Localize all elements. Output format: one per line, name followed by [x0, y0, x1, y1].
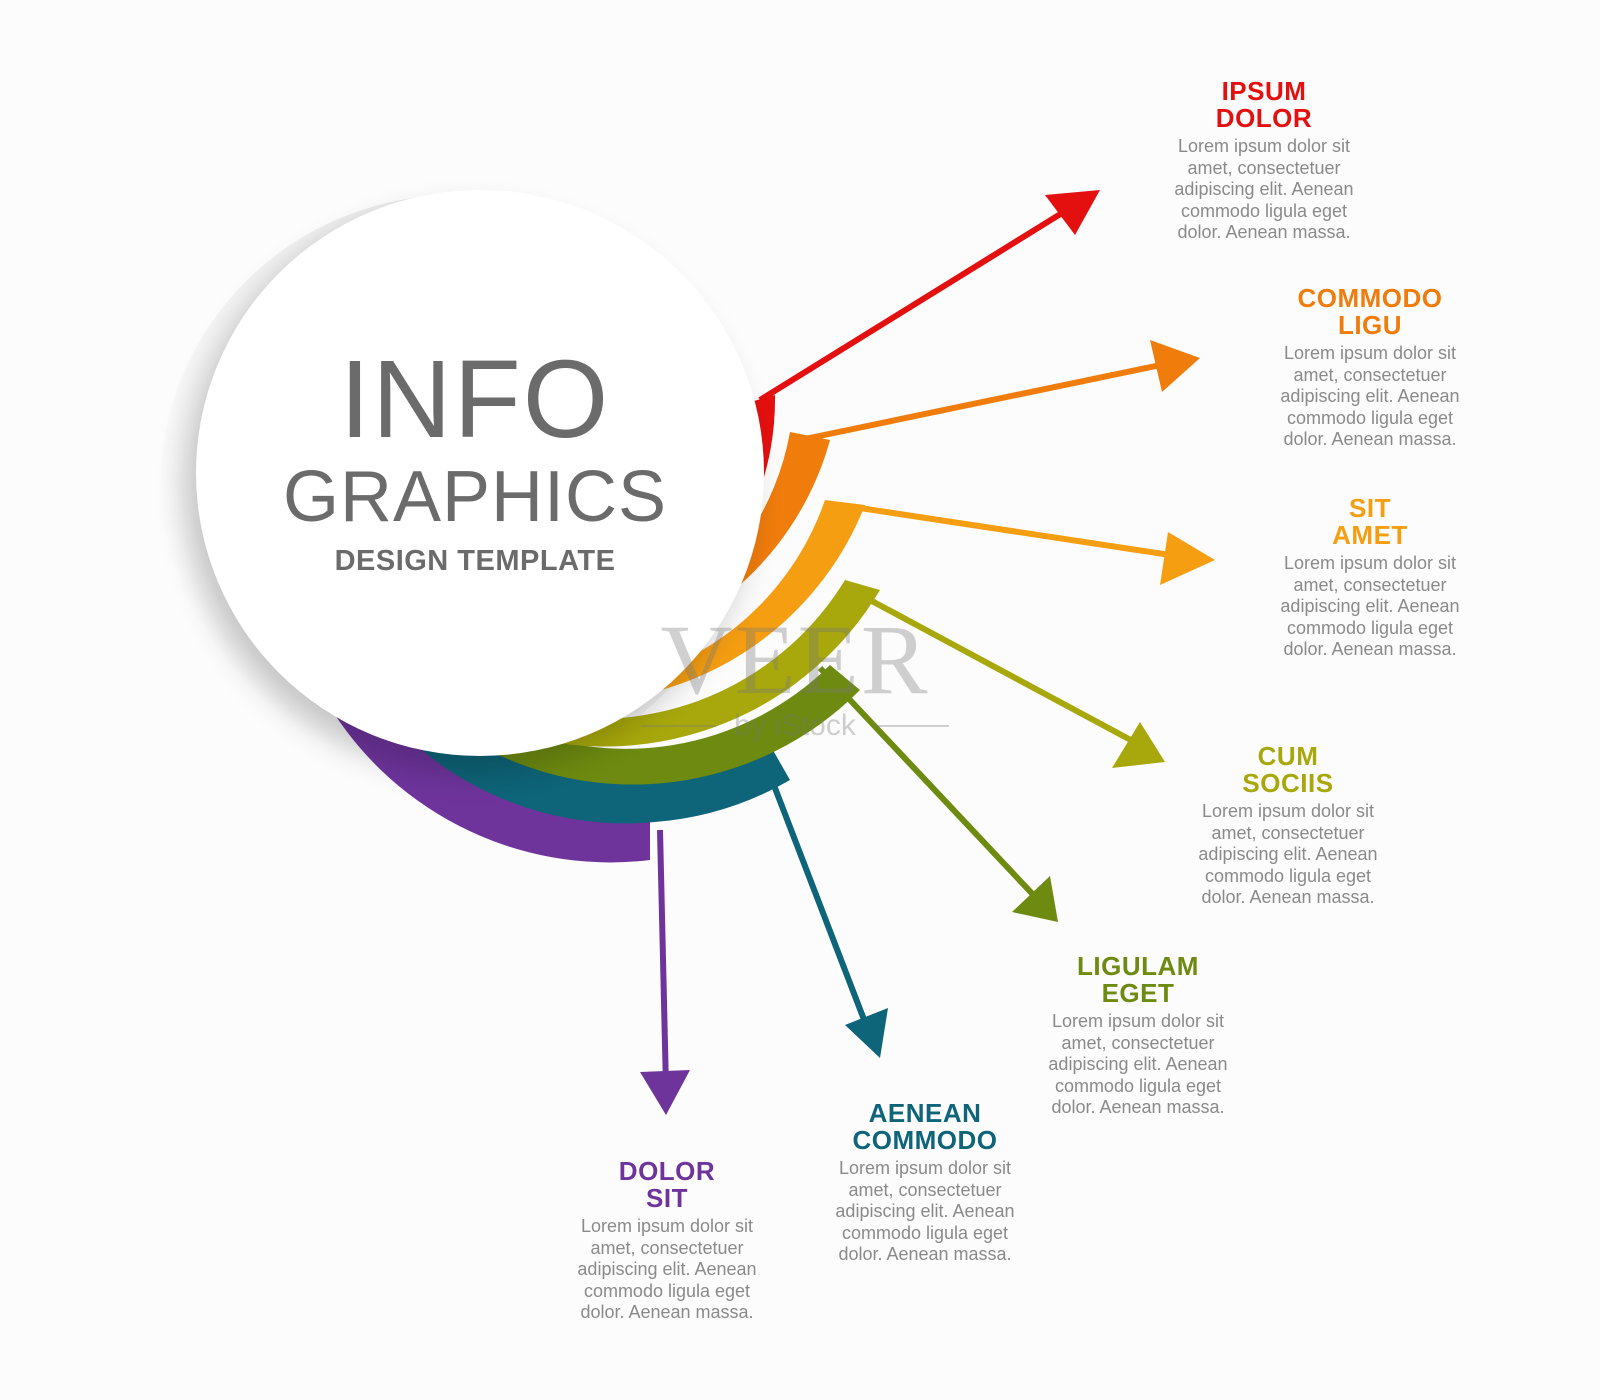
- watermark: VEER by iStock: [630, 604, 960, 743]
- watermark-rule-left: [641, 725, 717, 727]
- arrow-teal: [767, 773, 888, 1058]
- label-teal-text-2: amet, consectetuer: [848, 1179, 1002, 1200]
- watermark-main: VEER: [660, 604, 930, 715]
- label-green-text-1: Lorem ipsum dolor sit: [1051, 1011, 1225, 1031]
- label-purple-text-4: commodo ligula eget: [583, 1280, 751, 1301]
- label-orange-text-4: commodo ligula eget: [1286, 407, 1454, 428]
- label-olive-text-4: commodo ligula eget: [1204, 865, 1372, 886]
- label-olive-heading-1: CUM: [1257, 741, 1319, 771]
- label-orange-heading-1: COMMODO: [1297, 283, 1443, 313]
- label-teal-text-4: commodo ligula eget: [841, 1222, 1009, 1243]
- label-teal-heading-1: AENEAN: [868, 1098, 982, 1128]
- label-orange-heading-2: LIGU: [1337, 310, 1403, 340]
- label-olive-text-5: dolor. Aenean massa.: [1201, 887, 1375, 907]
- label-purple-text-3: adipiscing elit. Aenean: [577, 1259, 757, 1279]
- arc-layer-teal: [390, 715, 790, 824]
- label-olive-heading-2: SOCIIS: [1242, 768, 1334, 798]
- arc-layer-orange: [650, 432, 830, 640]
- arc-layer-green: [470, 665, 860, 785]
- arrow-purple: [640, 829, 690, 1115]
- label-amber-text-5: dolor. Aenean massa.: [1283, 639, 1457, 659]
- label-orange-text-1: Lorem ipsum dolor sit: [1283, 343, 1457, 363]
- label-green-text-3: adipiscing elit. Aenean: [1048, 1054, 1228, 1074]
- label-orange-text-2: amet, consectetuer: [1293, 364, 1447, 385]
- label-purple-heading-2: SIT: [646, 1183, 688, 1213]
- label-red-text-2: amet, consectetuer: [1187, 157, 1341, 178]
- label-red-heading-1: IPSUM: [1221, 76, 1307, 106]
- label-orange-text-5: dolor. Aenean massa.: [1283, 429, 1457, 449]
- label-amber-text-2: amet, consectetuer: [1293, 574, 1447, 595]
- label-green: LIGULAM EGET Lorem ipsum dolor sit amet,…: [1018, 953, 1258, 1119]
- title-info: INFO: [339, 338, 611, 461]
- watermark-sub-text: by iStock: [734, 709, 856, 742]
- title-graphics: GRAPHICS: [282, 457, 668, 537]
- label-amber-text-1: Lorem ipsum dolor sit: [1283, 553, 1457, 573]
- arrow-olive: [868, 597, 1165, 768]
- label-teal-heading-2: COMMODO: [852, 1125, 998, 1155]
- label-red-text-5: dolor. Aenean massa.: [1177, 222, 1351, 242]
- label-red-heading-2: DOLOR: [1215, 103, 1313, 133]
- label-green-text-4: commodo ligula eget: [1054, 1075, 1222, 1096]
- label-teal: AENEAN COMMODO Lorem ipsum dolor sit ame…: [805, 1100, 1045, 1266]
- label-amber-text-4: commodo ligula eget: [1286, 617, 1454, 638]
- label-red-text-3: adipiscing elit. Aenean: [1174, 179, 1354, 199]
- center-disc: [196, 190, 764, 756]
- label-teal-text-1: Lorem ipsum dolor sit: [838, 1158, 1012, 1178]
- label-olive-text-2: amet, consectetuer: [1211, 822, 1365, 843]
- label-teal-text-3: adipiscing elit. Aenean: [835, 1201, 1015, 1221]
- label-green-text-5: dolor. Aenean massa.: [1051, 1097, 1225, 1117]
- title-design-template: DESIGN TEMPLATE: [334, 545, 616, 577]
- label-amber: SIT AMET Lorem ipsum dolor sit amet, con…: [1250, 495, 1490, 661]
- label-red-text-4: commodo ligula eget: [1180, 200, 1348, 221]
- label-green-text-2: amet, consectetuer: [1061, 1032, 1215, 1053]
- label-purple-text-1: Lorem ipsum dolor sit: [580, 1216, 754, 1236]
- arrow-orange: [799, 340, 1200, 443]
- label-orange-text-3: adipiscing elit. Aenean: [1280, 386, 1460, 406]
- label-olive-text-3: adipiscing elit. Aenean: [1198, 844, 1378, 864]
- label-orange: COMMODO LIGU Lorem ipsum dolor sit amet,…: [1250, 285, 1490, 451]
- title-block: INFO GRAPHICS DESIGN TEMPLATE: [230, 345, 720, 578]
- label-red: IPSUM DOLOR Lorem ipsum dolor sit amet, …: [1144, 78, 1384, 244]
- arrow-amber: [839, 502, 1215, 585]
- watermark-rule-right: [873, 725, 949, 727]
- label-green-heading-2: EGET: [1101, 978, 1175, 1008]
- label-amber-text-3: adipiscing elit. Aenean: [1280, 596, 1460, 616]
- label-amber-heading-1: SIT: [1349, 493, 1391, 523]
- label-purple-text-2: amet, consectetuer: [590, 1237, 744, 1258]
- label-purple-heading-1: DOLOR: [618, 1156, 716, 1186]
- watermark-sub: by iStock: [630, 709, 960, 743]
- label-olive: CUM SOCIIS Lorem ipsum dolor sit amet, c…: [1168, 743, 1408, 909]
- label-purple: DOLOR SIT Lorem ipsum dolor sit amet, co…: [547, 1158, 787, 1324]
- label-amber-heading-2: AMET: [1332, 520, 1408, 550]
- label-olive-text-1: Lorem ipsum dolor sit: [1201, 801, 1375, 821]
- label-green-heading-1: LIGULAM: [1077, 951, 1199, 981]
- label-teal-text-5: dolor. Aenean massa.: [838, 1244, 1012, 1264]
- arrow-green: [817, 665, 1058, 922]
- label-purple-text-5: dolor. Aenean massa.: [580, 1302, 754, 1322]
- label-red-text-1: Lorem ipsum dolor sit: [1177, 136, 1351, 156]
- arrow-red: [758, 190, 1100, 403]
